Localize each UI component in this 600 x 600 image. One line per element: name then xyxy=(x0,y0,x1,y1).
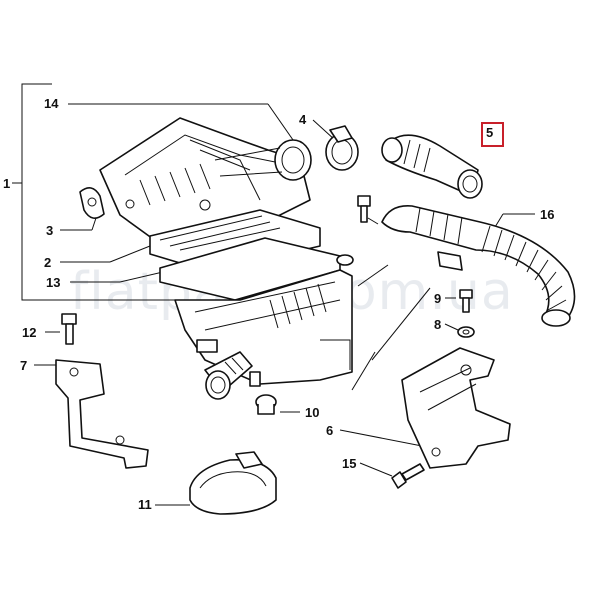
callout-9: 9 xyxy=(434,291,442,306)
callout-5: 5 xyxy=(486,125,494,140)
part-11-clamp xyxy=(189,451,277,515)
part-16-corrugated-duct xyxy=(381,205,576,327)
callout-12: 12 xyxy=(22,325,37,340)
callout-8: 8 xyxy=(434,317,442,332)
callout-16: 16 xyxy=(540,207,555,222)
part-6-mount-bracket xyxy=(401,347,511,469)
highlight-box-part-5 xyxy=(481,122,504,147)
part-15-bolt xyxy=(391,463,425,489)
bolt-housing xyxy=(357,195,371,223)
assembly-bracket-1 xyxy=(12,83,180,301)
callout-7: 7 xyxy=(20,358,28,373)
part-2-filter xyxy=(149,209,321,273)
part-12-bolt xyxy=(61,313,77,345)
airbox-body xyxy=(174,254,354,387)
callout-11: 11 xyxy=(138,497,152,512)
airbox-inlet xyxy=(204,351,253,400)
callout-13: 13 xyxy=(46,275,61,290)
part-9-bolt xyxy=(459,289,473,313)
part-5-intake-hose xyxy=(381,134,483,199)
part-4-hose-clamp xyxy=(325,125,359,171)
callout-3: 3 xyxy=(46,223,54,238)
callout-1: 1 xyxy=(3,176,11,191)
callout-6: 6 xyxy=(326,423,334,438)
part-3-clip xyxy=(79,187,105,219)
part-8-washer xyxy=(457,326,475,338)
callout-15: 15 xyxy=(342,456,357,471)
part-7-bracket xyxy=(55,359,149,469)
part-10-grommet xyxy=(255,394,277,415)
callout-10: 10 xyxy=(305,405,320,420)
callout-2: 2 xyxy=(44,255,52,270)
callout-14: 14 xyxy=(44,96,59,111)
callout-4: 4 xyxy=(299,112,307,127)
